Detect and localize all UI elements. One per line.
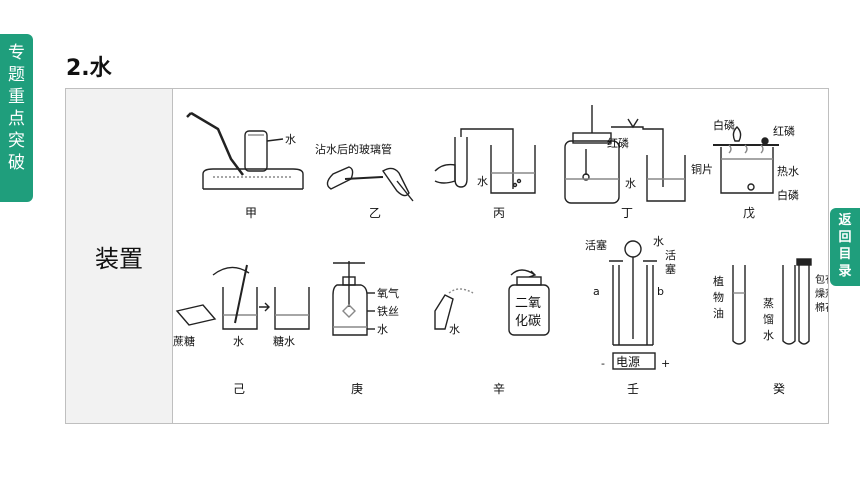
apparatus-table: 装置 水 甲 沾水后的玻璃管 [65, 88, 845, 424]
section-title: 2.水 [66, 56, 112, 81]
jia-caption: 甲 [245, 206, 257, 220]
gui-oil-label-1: 植 [713, 274, 724, 288]
wu-hot-water-label: 热水 [777, 165, 799, 178]
ren-valve-r2-label: 塞 [665, 262, 676, 276]
gui-cotton-label-3: 棉花 [815, 301, 828, 314]
gui-oil-label-3: 油 [713, 306, 724, 320]
ren-b-label: b [657, 285, 664, 298]
sidebar-char: 突 [8, 131, 25, 151]
ji-water-label: 水 [233, 335, 244, 348]
bing-water-label: 水 [477, 175, 488, 188]
ren-valve-r1-label: 活 [665, 249, 676, 262]
ren-a-label: a [593, 285, 600, 298]
gui-cotton-label-1: 包有干 [815, 273, 828, 286]
figure-bing: 水 丙 [434, 128, 536, 220]
bing-caption: 丙 [493, 206, 505, 220]
ren-plus-label: + [661, 357, 670, 370]
back-to-contents-button[interactable]: 返 回 目 录 [830, 208, 860, 286]
geng-water-label: 水 [377, 323, 388, 336]
back-char: 目 [838, 247, 852, 262]
apparatus-drawings: 水 甲 沾水后的玻璃管 乙 水 丙 [173, 105, 845, 396]
xin-co2-label-1: 二氧 [515, 296, 541, 311]
geng-oxygen-label: 氧气 [377, 286, 399, 300]
topic-sidebar-tab[interactable]: 专 题 重 点 突 破 [0, 34, 33, 202]
back-char: 录 [838, 264, 852, 279]
row-label: 装置 [95, 244, 143, 273]
figure-xin: 水 二氧 化碳 辛 [434, 269, 550, 396]
jia-water-label: 水 [285, 133, 296, 146]
gui-dist-label-3: 水 [763, 329, 774, 342]
ren-power-label: 电源 [616, 355, 640, 369]
sidebar-char: 点 [8, 109, 25, 129]
gui-oil-label-2: 物 [713, 290, 724, 304]
ren-valve-left-label: 活塞 [585, 238, 607, 252]
apparatus-figures: 水 甲 沾水后的玻璃管 乙 水 丙 [173, 89, 845, 423]
ji-sugar-label: 蔗糖 [173, 334, 195, 348]
wu-white-p2-label: 白磷 [777, 188, 799, 202]
ding-water-label: 水 [625, 177, 636, 190]
row-label-cell: 装置 [66, 89, 173, 423]
wu-copper-label: 铜片 [691, 162, 713, 176]
yi-label: 沾水后的玻璃管 [315, 142, 392, 156]
geng-caption: 庚 [351, 381, 363, 396]
figure-ding: 红磷 水 丁 [564, 105, 686, 220]
ren-caption: 壬 [627, 382, 639, 396]
figure-ji: 蔗糖 水 糖水 己 [173, 264, 310, 396]
gui-caption: 癸 [773, 382, 785, 396]
wu-red-p-label: 红磷 [773, 125, 795, 138]
xin-water-label: 水 [449, 323, 460, 336]
figure-geng: 氧气 铁丝 水 庚 [332, 261, 399, 396]
wu-white-p-label: 白磷 [713, 118, 735, 132]
back-char: 回 [838, 230, 852, 245]
yi-caption: 乙 [369, 206, 381, 220]
xin-caption: 辛 [493, 382, 505, 396]
sidebar-char: 专 [8, 43, 25, 63]
gui-dist-label-1: 蒸 [763, 297, 774, 310]
gui-cotton-label-2: 燥剂的 [815, 287, 828, 300]
xin-co2-label-2: 化碳 [515, 314, 541, 329]
ji-sugar-water-label: 糖水 [273, 334, 295, 348]
ding-caption: 丁 [621, 206, 633, 220]
ren-minus-label: - [601, 357, 605, 370]
figure-jia: 水 甲 [186, 111, 304, 220]
figure-wu: 白磷 红磷 铜片 热水 白磷 戊 [691, 118, 799, 220]
sidebar-char: 重 [8, 87, 25, 107]
sidebar-char: 破 [8, 153, 25, 173]
back-char: 返 [838, 213, 852, 228]
ding-red-p-label: 红磷 [607, 137, 629, 150]
ji-caption: 己 [233, 382, 245, 396]
figure-yi: 沾水后的玻璃管 乙 [315, 142, 414, 220]
gui-dist-label-2: 馏 [763, 312, 774, 326]
figure-ren: 活塞 水 活 塞 a b 电源 - + 壬 [585, 235, 676, 396]
sidebar-char: 题 [8, 65, 25, 85]
geng-iron-label: 铁丝 [377, 305, 399, 318]
wu-caption: 戊 [743, 206, 755, 220]
ren-water-label: 水 [653, 235, 664, 248]
figure-gui: 植 物 油 蒸 馏 水 包有干 燥剂的 棉花 癸 [713, 258, 845, 396]
